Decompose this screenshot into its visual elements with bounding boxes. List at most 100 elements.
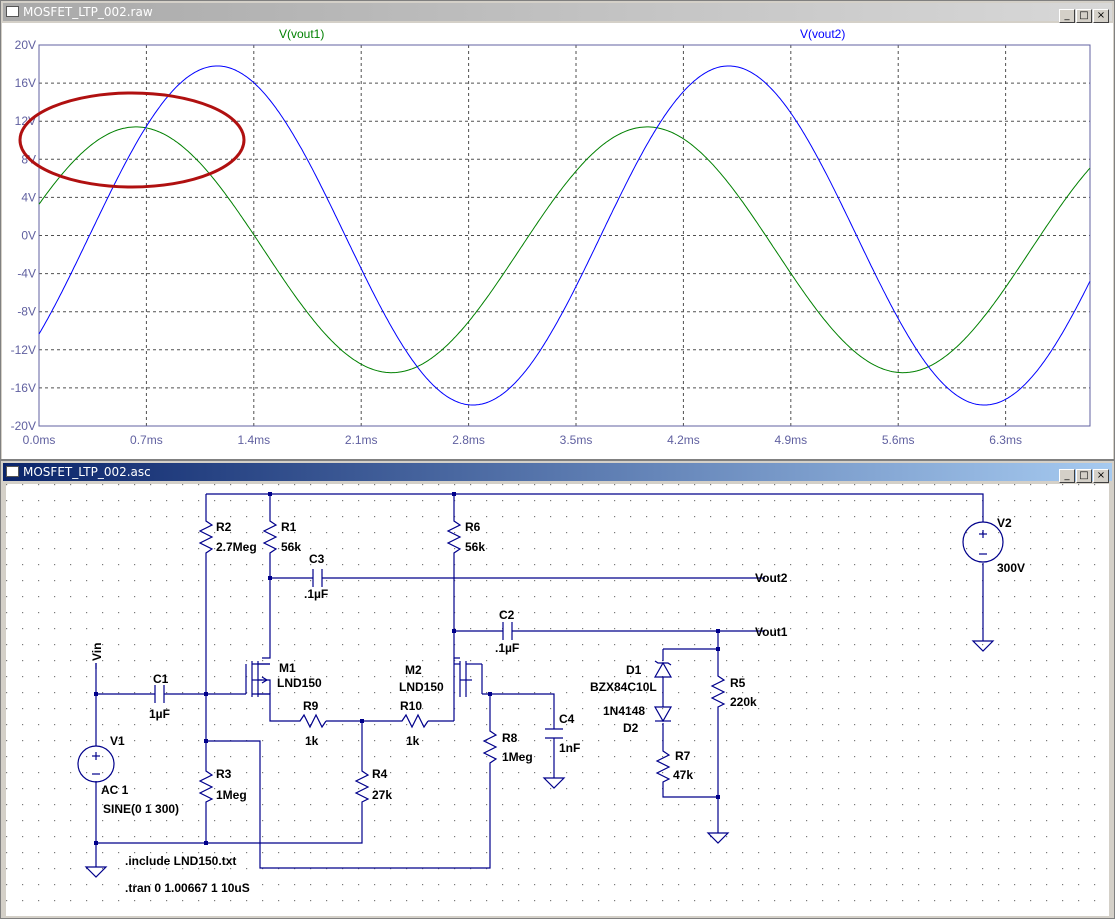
schematic-titlebar[interactable]: MOSFET_LTP_002.asc _□×	[3, 463, 1112, 483]
label-r8[interactable]: R8	[502, 731, 518, 745]
label-r3-value[interactable]: 1Meg	[216, 788, 247, 802]
label-r7[interactable]: R7	[675, 749, 691, 763]
label-r10[interactable]: R10	[400, 699, 422, 713]
r7-symbol	[655, 746, 671, 786]
resistors	[198, 516, 726, 806]
label-c2[interactable]: C2	[499, 608, 515, 622]
schematic-canvas[interactable]: R2 2.7Meg R1 56k C3 .1µF R6 56k Vout2 C2…	[6, 484, 1109, 916]
d1-symbol	[653, 660, 673, 678]
maximize-button[interactable]: □	[1076, 469, 1092, 483]
label-r3[interactable]: R3	[216, 767, 232, 781]
label-r1[interactable]: R1	[281, 520, 297, 534]
label-r5-value[interactable]: 220k	[730, 695, 757, 709]
label-v2[interactable]: V2	[997, 516, 1012, 530]
label-d2[interactable]: D2	[623, 721, 639, 735]
label-r10-value[interactable]: 1k	[406, 734, 420, 748]
label-r5[interactable]: R5	[730, 676, 746, 690]
close-button[interactable]: ×	[1093, 469, 1109, 483]
v2-symbol	[962, 521, 1004, 563]
label-c4[interactable]: C4	[559, 712, 575, 726]
label-r8-value[interactable]: 1Meg	[502, 750, 533, 764]
x-tick-label: 6.3ms	[989, 433, 1022, 447]
c2-symbol	[502, 622, 513, 640]
label-m2[interactable]: M2	[405, 663, 422, 677]
close-button[interactable]: ×	[1093, 9, 1109, 23]
plot-frame	[38, 44, 1091, 427]
m1-symbol	[257, 661, 271, 697]
y-tick-label: -4V	[17, 267, 36, 281]
trace-vvout2[interactable]	[38, 65, 1091, 406]
label-c1-value[interactable]: 1µF	[149, 707, 170, 721]
label-m2-value[interactable]: LND150	[399, 680, 444, 694]
wires	[95, 493, 984, 869]
r8-symbol	[482, 726, 498, 769]
label-d1[interactable]: D1	[626, 663, 642, 677]
y-tick-label: -12V	[11, 343, 36, 357]
label-r9[interactable]: R9	[303, 699, 319, 713]
schematic-app-icon	[6, 466, 19, 477]
x-tick-label: 2.8ms	[452, 433, 485, 447]
ground-c4	[542, 777, 566, 789]
include-directive[interactable]: .include LND150.txt	[125, 854, 236, 868]
waveform-titlebar[interactable]: MOSFET_LTP_002.raw _□×	[3, 3, 1112, 23]
minimize-button[interactable]: _	[1059, 9, 1075, 23]
junctions	[94, 492, 720, 845]
trace-vvout1[interactable]	[38, 126, 1091, 374]
c1-symbol	[154, 685, 165, 703]
schematic-window: MOSFET_LTP_002.asc _□×	[0, 460, 1115, 919]
y-tick-label: 20V	[15, 38, 36, 52]
label-c1[interactable]: C1	[153, 672, 169, 686]
label-r2-value[interactable]: 2.7Meg	[216, 540, 257, 554]
label-r4[interactable]: R4	[372, 767, 388, 781]
label-m1[interactable]: M1	[279, 661, 296, 675]
y-tick-label: 0V	[21, 229, 36, 243]
y-tick-label: -8V	[17, 305, 36, 319]
label-vout1[interactable]: Vout1	[755, 625, 788, 639]
label-c3[interactable]: C3	[309, 552, 325, 566]
label-v1-sine[interactable]: SINE(0 1 300)	[103, 802, 179, 816]
label-c3-value[interactable]: .1µF	[304, 587, 328, 601]
grounds	[84, 640, 995, 878]
ground-r5	[706, 832, 730, 844]
label-r7-value[interactable]: 47k	[673, 768, 693, 782]
y-tick-label: 16V	[15, 76, 36, 90]
label-v1[interactable]: V1	[110, 734, 125, 748]
label-vout2[interactable]: Vout2	[755, 571, 788, 585]
tran-directive[interactable]: .tran 0 1.00667 1 10uS	[125, 881, 250, 895]
schematic-grid	[6, 484, 1109, 916]
minimize-button[interactable]: _	[1059, 469, 1075, 483]
label-d2-value[interactable]: 1N4148	[603, 704, 645, 718]
ground-v1	[84, 866, 108, 878]
label-r6-value[interactable]: 56k	[465, 540, 485, 554]
d2-symbol	[653, 706, 673, 723]
label-m1-value[interactable]: LND150	[277, 676, 322, 690]
r1-symbol	[262, 516, 278, 558]
x-tick-label: 1.4ms	[237, 433, 270, 447]
r2-symbol	[198, 516, 214, 558]
label-r9-value[interactable]: 1k	[305, 734, 319, 748]
label-vin[interactable]: Vin	[90, 643, 104, 661]
label-c4-value[interactable]: 1nF	[559, 741, 580, 755]
label-r4-value[interactable]: 27k	[372, 788, 392, 802]
label-v1-value[interactable]: AC 1	[101, 783, 129, 797]
label-r2[interactable]: R2	[216, 520, 232, 534]
x-tick-label: 5.6ms	[882, 433, 915, 447]
plot-traces	[38, 65, 1091, 406]
legend-vout2[interactable]: V(vout2)	[800, 27, 845, 41]
schematic-window-title: MOSFET_LTP_002.asc	[23, 465, 151, 479]
label-r1-value[interactable]: 56k	[281, 540, 301, 554]
label-c2-value[interactable]: .1µF	[495, 641, 519, 655]
label-v2-value[interactable]: 300V	[997, 561, 1025, 575]
label-d1-value[interactable]: BZX84C10L	[590, 680, 657, 694]
ground-v2	[971, 640, 995, 652]
legend-vout1[interactable]: V(vout1)	[279, 27, 324, 41]
label-r6[interactable]: R6	[465, 520, 481, 534]
highlight-ellipse	[18, 91, 246, 189]
maximize-button[interactable]: □	[1076, 9, 1092, 23]
c4-symbol	[545, 728, 563, 739]
x-tick-label: 4.9ms	[774, 433, 807, 447]
